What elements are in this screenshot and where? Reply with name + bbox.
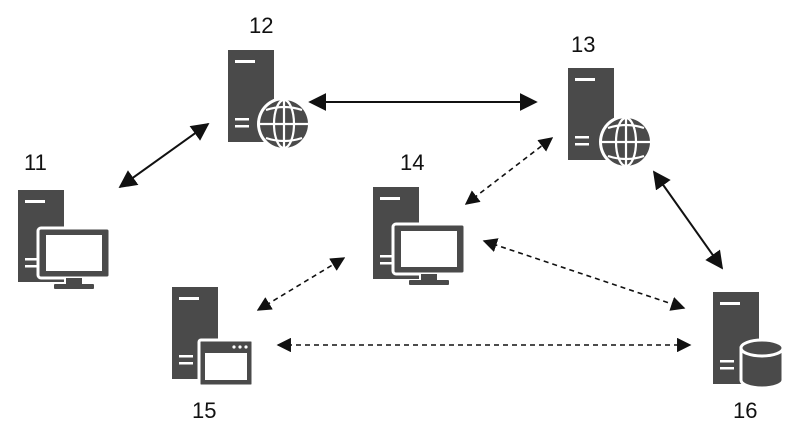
node-label-12: 12 [249,13,273,38]
server-browser-icon [172,287,255,388]
connections [118,93,724,353]
arrow-13-16 [652,170,724,270]
arrow-11-12 [118,122,210,189]
node-16: 16 [713,292,785,423]
node-label-16: 16 [733,398,757,423]
node-14: 14 [373,150,467,285]
server-database-icon [713,292,785,390]
server-monitor-icon [18,190,112,289]
node-label-11: 11 [24,150,47,175]
node-label-15: 15 [192,398,216,423]
server-monitor-icon [373,187,467,285]
arrow-14-15 [256,257,346,311]
node-label-14: 14 [400,150,424,175]
server-globe-icon [568,68,653,169]
node-13: 13 [568,32,653,169]
server-globe-icon [228,50,311,151]
arrow-14-16 [482,238,686,311]
node-11: 11 [18,150,112,289]
node-label-13: 13 [571,32,595,57]
node-15: 15 [172,287,255,423]
node-12: 12 [228,13,311,151]
arrow-14-13 [464,137,554,205]
